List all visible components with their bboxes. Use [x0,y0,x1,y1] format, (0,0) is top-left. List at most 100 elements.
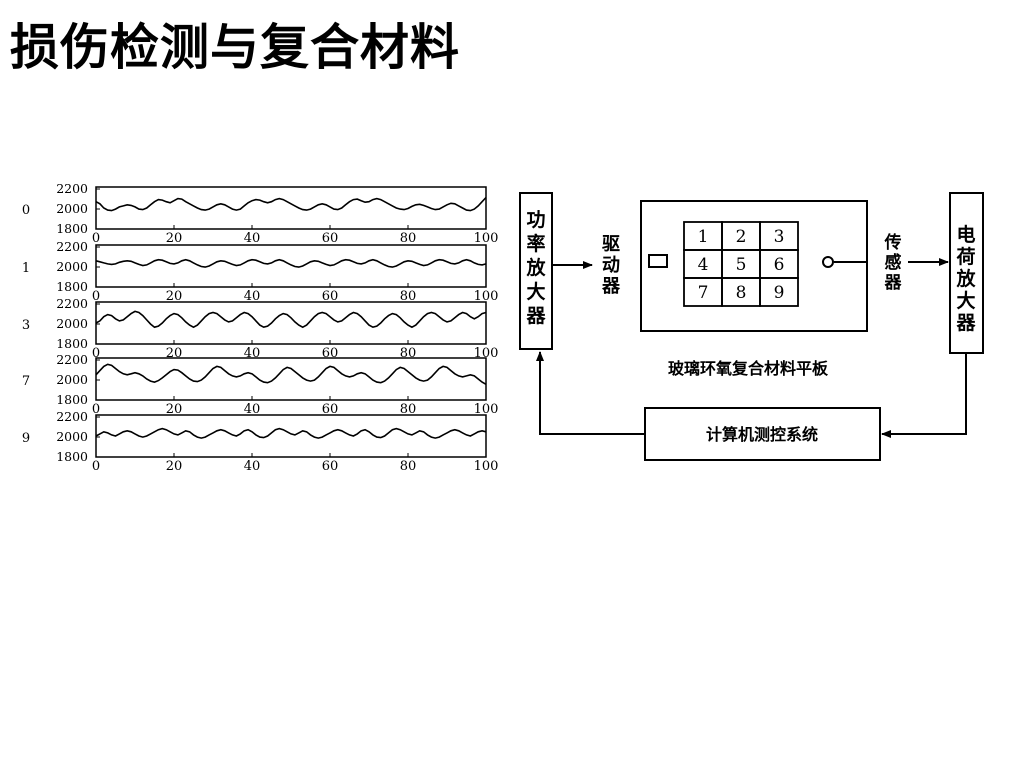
x-tick-label: 20 [166,459,183,474]
panel-frame [95,186,487,230]
computer-label: 计算机测控系统 [706,425,818,444]
x-tick-label: 80 [400,459,417,474]
y-tick-label: 2200 [56,181,88,196]
x-tick-label: 0 [92,231,100,246]
y-tick-label: 2000 [56,259,88,274]
signal-panel-0: 2200 2000 1800 0 0 20 40 60 80 100 [22,181,499,246]
x-tick-label: 60 [322,289,339,304]
label-char: 器 [601,276,621,297]
x-tick-label: 20 [166,402,183,417]
label-char: 放 [955,267,976,290]
grid-number: 4 [698,255,709,275]
x-tick-label: 20 [166,289,183,304]
x-tick-label: 60 [322,402,339,417]
y-tick-label: 2000 [56,201,88,216]
x-tick-label: 80 [400,402,417,417]
x-tick-label: 100 [474,459,499,474]
label-char: 器 [884,273,903,293]
panel-frame [95,301,487,345]
label-char: 器 [955,312,976,334]
label-char: 感 [885,252,902,273]
grid-number: 2 [736,227,747,247]
x-tick-label: 0 [92,346,100,361]
grid-number: 9 [774,283,785,303]
x-tick-label: 0 [92,402,100,417]
panel-label: 0 [22,203,30,218]
label-char: 驱 [602,234,620,255]
series-line [95,196,487,212]
plate-grid: 1 2 3 4 5 6 7 8 9 [683,221,799,307]
panel-label: 7 [22,374,30,389]
x-tick-label: 0 [92,289,100,304]
label-char: 大 [956,289,975,312]
panel-frame [95,244,487,288]
y-tick-label: 2000 [56,372,88,387]
grid-number: 3 [774,227,785,247]
x-tick-label: 40 [244,289,261,304]
label-char: 传 [884,232,902,253]
y-tick-label: 2200 [56,352,88,367]
sensor-label: 传感器 [884,232,903,293]
label-char: 率 [526,232,545,255]
y-tick-label: 2200 [56,239,88,254]
x-tick-label: 0 [92,459,100,474]
label-char: 电 [956,223,975,246]
x-tick-label: 100 [474,402,499,417]
x-tick-label: 40 [244,402,261,417]
label-char: 放 [525,256,546,279]
x-tick-label: 100 [474,231,499,246]
label-char: 动 [602,255,620,276]
slide-title: 损伤检测与复合材料 [10,19,461,76]
y-tick-label: 2000 [56,316,88,331]
arrow-chargeamp-to-computer [881,353,967,438]
driver-label: 驱动器 [601,234,621,297]
grid-number: 7 [698,283,709,303]
label-char: 器 [525,305,546,327]
series-line [95,258,487,268]
x-tick-label: 60 [322,459,339,474]
label-char: 功 [526,209,545,231]
y-tick-label: 2200 [56,409,88,424]
plate-box [640,200,868,332]
x-tick-label: 80 [400,231,417,246]
y-tick-label: 1800 [56,449,88,464]
grid-number: 8 [736,283,747,303]
grid-number: 5 [736,255,747,275]
plate-caption: 玻璃环氧复合材料平板 [668,359,829,378]
y-tick-label: 2200 [56,296,88,311]
power-amp-box [519,192,553,350]
x-tick-label: 60 [322,231,339,246]
y-tick-label: 2000 [56,429,88,444]
x-tick-label: 20 [166,231,183,246]
sensor-element [822,256,834,268]
series-line [95,363,487,385]
grid-number: 6 [774,255,785,275]
actuator-element [648,254,668,268]
panel-frame [95,414,487,458]
x-tick-label: 80 [400,289,417,304]
grid-cell [759,277,799,307]
x-tick-label: 100 [474,289,499,304]
y-tick-label: 1800 [56,279,88,294]
y-tick-label: 1800 [56,336,88,351]
panel-label: 3 [22,318,30,333]
x-tick-label: 40 [244,231,261,246]
series-line [95,310,487,329]
series-line [95,427,487,439]
panel-frame [95,357,487,401]
x-tick-label: 40 [244,459,261,474]
arrow-computer-to-poweramp [536,351,645,435]
label-char: 荷 [956,245,975,268]
label-char: 大 [526,280,545,303]
signal-panel-1: 2200 2000 1800 1 0 20 40 60 80 100 [22,239,499,304]
y-tick-label: 1800 [56,221,88,236]
grid-number: 1 [698,227,709,247]
panel-label: 1 [22,261,30,276]
